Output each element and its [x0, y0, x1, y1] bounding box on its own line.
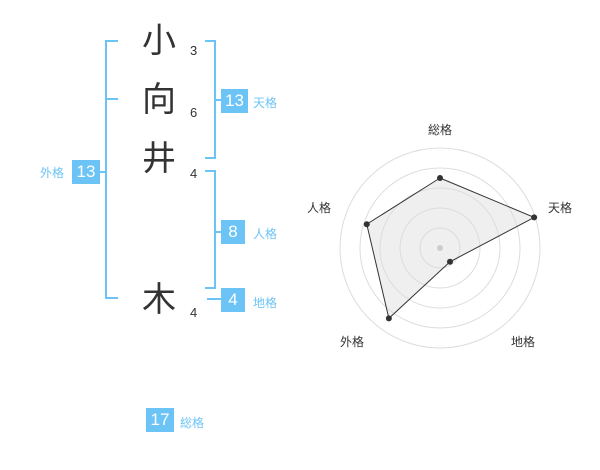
radar-point-2 [446, 258, 453, 265]
gaikaku-bracket [105, 40, 118, 299]
radar-point-0 [437, 175, 443, 181]
radar-center-dot [437, 245, 443, 251]
radar-ring [399, 207, 481, 289]
gaikaku-value: 13 [72, 160, 100, 184]
name-char-2: 向 [142, 80, 176, 120]
tenkaku-label: 天格 [253, 96, 278, 110]
tenkaku-value: 13 [221, 89, 248, 113]
radar-axis-label-chikaku: 地格 [511, 335, 536, 349]
jinkaku-label: 人格 [253, 227, 278, 241]
name-char-3: 井 [142, 139, 176, 179]
radar-ring [339, 147, 541, 349]
name-char-4: 木 [142, 280, 176, 320]
radar-axis-label-jinkaku: 人格 [307, 201, 332, 215]
radar-point-3 [385, 315, 392, 322]
radar-axis-label-gaikaku: 外格 [340, 335, 365, 349]
radar-ring [379, 187, 501, 309]
stroke-count-3: 4 [190, 166, 198, 181]
radar-point-4 [363, 221, 370, 228]
radar-axis-label-soukaku: 総格 [428, 123, 453, 137]
radar-polygon [366, 177, 536, 320]
chikaku-label: 地格 [253, 296, 278, 310]
stroke-count-2: 6 [190, 105, 198, 120]
radar-axis-label-tenkaku: 天格 [548, 201, 573, 215]
soukaku-value: 17 [146, 408, 174, 432]
stroke-count-4: 4 [190, 305, 198, 320]
soukaku-label: 総格 [180, 416, 205, 430]
gaikaku-label: 外格 [40, 166, 65, 180]
radar-point-1 [531, 214, 538, 221]
stroke-count-1: 3 [190, 43, 198, 58]
radar-ring [359, 167, 521, 329]
jinkaku-bracket [205, 170, 216, 289]
chikaku-value: 4 [221, 288, 245, 312]
radar-ring [419, 227, 461, 269]
name-char-1: 小 [142, 21, 176, 61]
jinkaku-value: 8 [221, 220, 245, 244]
